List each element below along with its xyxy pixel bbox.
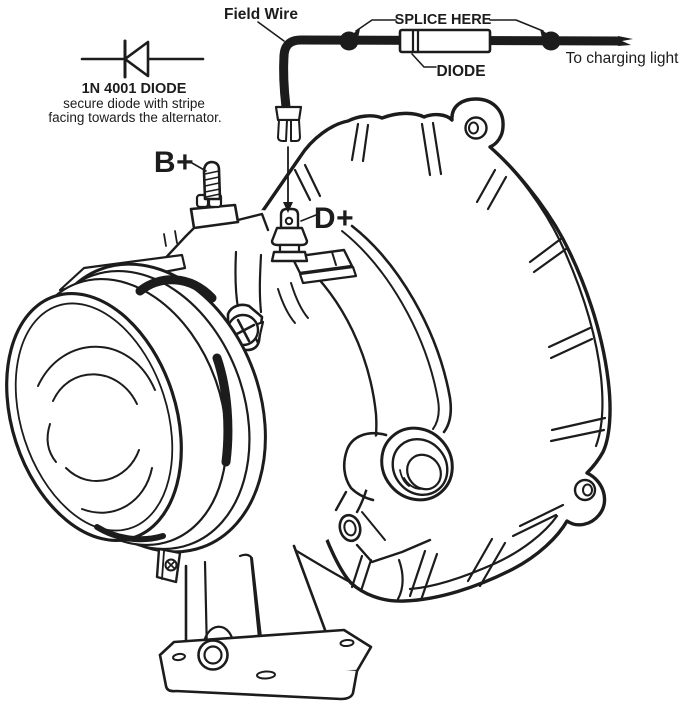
d-plus-label-leader xyxy=(300,214,317,222)
d-plus-pointer-arrowhead xyxy=(283,202,293,213)
field-wire-vertical xyxy=(279,54,291,108)
shell-inner-rim-right xyxy=(493,150,604,448)
pedestal-bolt-hole-inner xyxy=(203,645,223,665)
pedestal-rib-3 xyxy=(251,557,263,647)
gusset-edge-1 xyxy=(334,490,348,512)
inline-diode-body xyxy=(398,28,492,54)
d-plus-terminal xyxy=(270,207,309,263)
front-housing-seam-a xyxy=(350,224,453,434)
wiring-overlay xyxy=(80,19,633,222)
pedestal-right-edge xyxy=(292,544,330,640)
drum-face-arcs xyxy=(37,345,156,514)
base-slot-front xyxy=(256,670,276,680)
charge-wire-broken-end xyxy=(618,36,633,46)
mid-body-bottom-edge xyxy=(293,548,354,585)
d-terminal-cap-hole xyxy=(284,216,294,226)
mount-step-line xyxy=(331,251,337,266)
diode-callout-leader xyxy=(411,53,437,68)
boss-bracket-left xyxy=(234,250,240,310)
shell-inner-rim-bottom xyxy=(408,514,559,591)
gusset-edge-3 xyxy=(361,511,386,541)
field-wire-leader xyxy=(257,21,285,42)
bore-arc-2 xyxy=(399,469,410,487)
pedestal-bolt-hole-outer xyxy=(197,639,229,671)
text-labels: Field Wire SPLICE HERE To charging light… xyxy=(48,6,679,235)
spade-connector-collar xyxy=(274,105,303,122)
boss-bracket-right xyxy=(258,253,263,314)
outlet-tube xyxy=(334,426,454,601)
drum-shade-right xyxy=(212,353,233,467)
spade-connector-prong-right xyxy=(290,119,301,142)
gusset-lug xyxy=(338,513,362,543)
base-slot-left xyxy=(172,652,186,662)
drum-shade-bottom xyxy=(94,524,166,543)
top-ear-hole-inner xyxy=(468,121,479,135)
d-terminal-mount-step xyxy=(298,265,358,285)
seam-detail-2 xyxy=(290,282,309,319)
diode-title-label: 1N 4001 DIODE xyxy=(82,81,187,97)
bottom-ear-hole-inner xyxy=(582,483,593,497)
front-drum xyxy=(5,253,267,584)
seam-detail-1 xyxy=(277,288,296,324)
base-slot-right xyxy=(339,638,355,648)
splice-arrowhead-left xyxy=(349,29,360,38)
deck-tick-1 xyxy=(163,233,167,247)
to-charging-light-label: To charging light xyxy=(566,50,680,67)
diode-note-line1: secure diode with stripe xyxy=(63,96,205,111)
bore-arc-1 xyxy=(403,477,421,490)
shell-rib-marks xyxy=(293,121,607,602)
gusset-lug-hole xyxy=(343,519,357,537)
spade-connector-prong-left xyxy=(277,119,288,142)
tube-rim-inner xyxy=(391,438,449,496)
b-plus-label: B+ xyxy=(154,146,194,179)
alternator-illustration xyxy=(5,97,612,701)
pedestal-rib-2 xyxy=(238,553,262,650)
diode-note-line2: facing towards the alternator. xyxy=(48,110,221,125)
splice-leader-left xyxy=(355,19,397,32)
splice-arrowhead-right xyxy=(540,29,551,38)
diode-symbol-triangle xyxy=(123,40,150,78)
front-housing-seam-a2 xyxy=(341,230,440,430)
field-wire-label: Field Wire xyxy=(224,6,298,23)
diode-schematic-symbol xyxy=(80,39,205,79)
clamp-tab-line xyxy=(161,550,165,580)
tube-body-edge xyxy=(342,431,388,502)
tube-mask xyxy=(344,434,390,500)
deck-edge-right-of-b xyxy=(236,212,270,232)
d-terminal-flange-2 xyxy=(270,250,309,263)
b-plus-label-leader xyxy=(191,162,207,172)
clamp-screw-cross-2 xyxy=(167,561,175,569)
d-plus-label: D+ xyxy=(314,202,354,235)
drum-face-inner-rim xyxy=(14,302,174,532)
b-plus-terminal xyxy=(189,160,240,230)
splice-leader-right xyxy=(489,19,544,32)
seam-below-tube xyxy=(396,558,404,601)
drum-shade-top xyxy=(135,275,217,303)
diode-callout-label: DIODE xyxy=(436,63,485,80)
mounting-foot xyxy=(158,544,373,701)
tube-bore xyxy=(406,453,442,491)
splice-here-label: SPLICE HERE xyxy=(395,12,492,28)
deck-tick-2 xyxy=(174,230,178,244)
charge-wire-horizontal xyxy=(279,35,621,58)
b-terminal-threads xyxy=(204,170,221,198)
d-terminal-flange-1 xyxy=(270,226,309,247)
gusset-edge-2 xyxy=(355,538,432,564)
